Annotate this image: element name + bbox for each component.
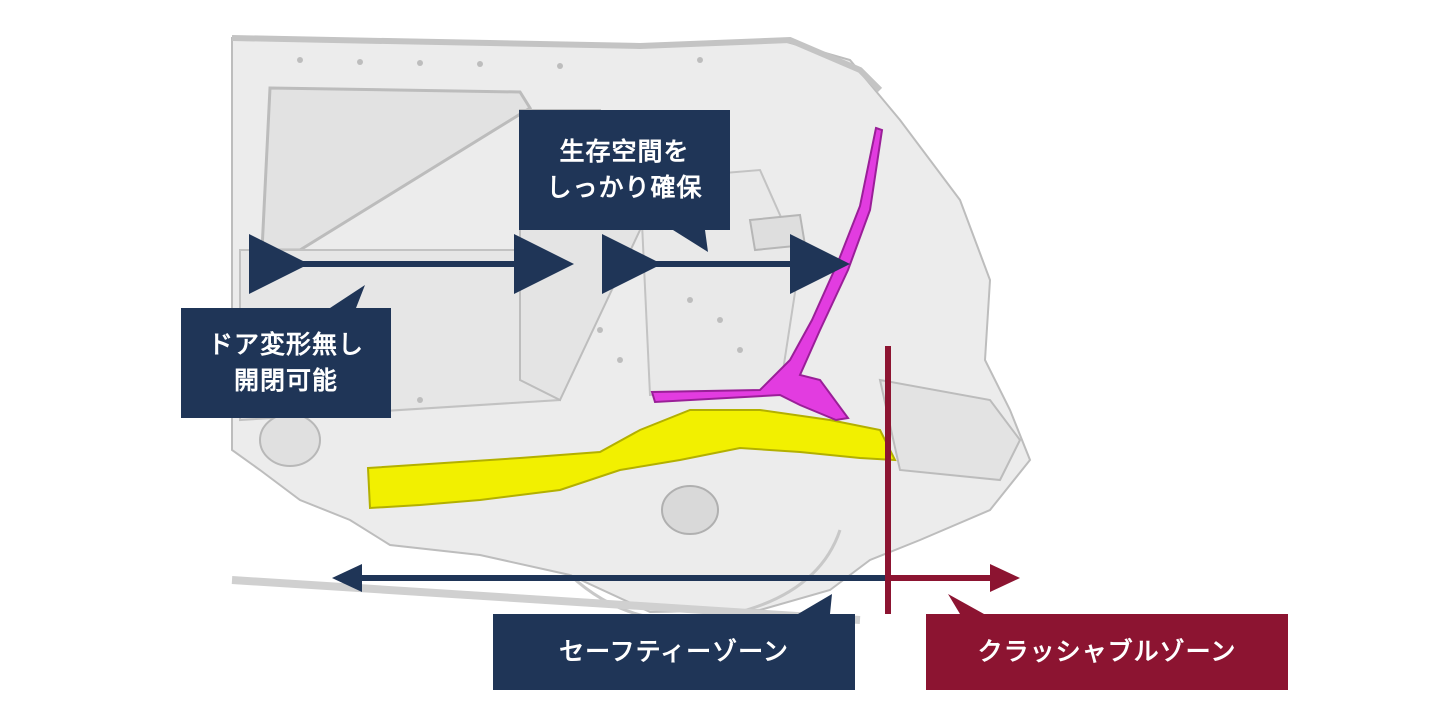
survival-callout-pointer — [673, 230, 708, 252]
side-frame-yellow — [366, 409, 897, 510]
crushable-zone-label: クラッシャブルゾーン — [926, 614, 1288, 690]
safety-zone-label: セーフティーゾーン — [493, 614, 855, 690]
survival-space-line2: しっかり確保 — [546, 173, 703, 202]
door-label-line2: 開閉可能 — [233, 366, 338, 395]
crushable-zone-arrowhead — [990, 564, 1020, 592]
crushable-callout-pointer — [948, 594, 984, 614]
door-label: ドア変形無し 開閉可能 — [181, 308, 391, 418]
survival-space-label: 生存空間を しっかり確保 — [519, 110, 730, 230]
door-label-line1: ドア変形無し — [207, 330, 364, 359]
crushable-zone-text: クラッシャブルゾーン — [977, 637, 1237, 666]
safety-zone-text: セーフティーゾーン — [559, 637, 789, 666]
safety-zone-arrowhead — [332, 564, 362, 592]
survival-space-line1: 生存空間を — [559, 137, 690, 166]
door-callout-pointer — [330, 285, 365, 308]
safety-callout-pointer — [798, 594, 832, 614]
